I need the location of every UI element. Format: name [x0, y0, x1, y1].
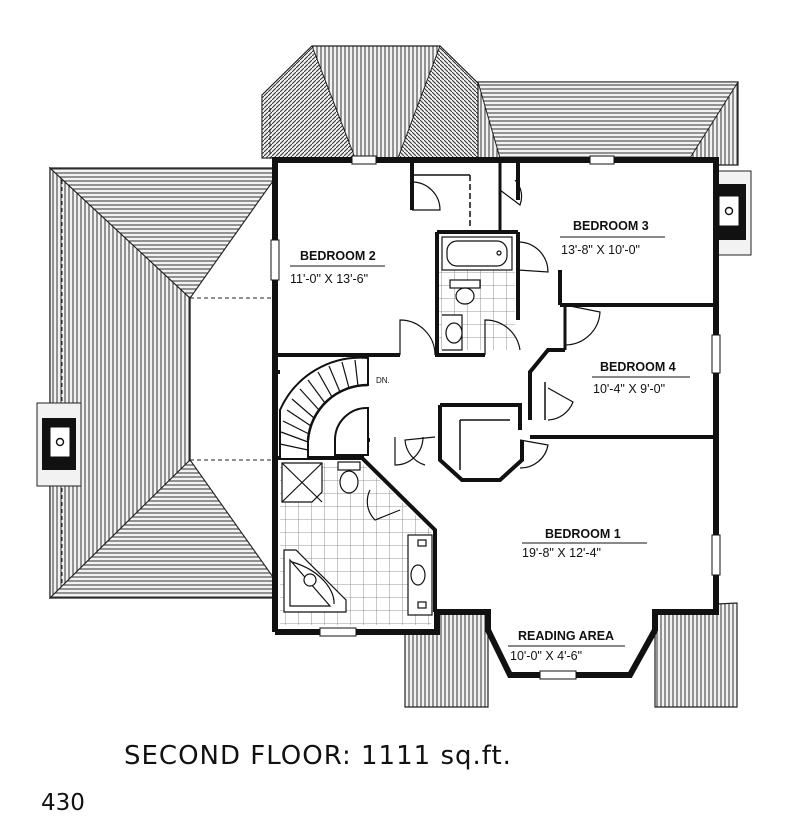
- room-name: BEDROOM 4: [600, 360, 676, 374]
- room-bedroom-2: BEDROOM 2 11'-0" X 13'-6": [290, 249, 385, 286]
- room-bedroom-1: BEDROOM 1 19'-8" X 12'-4": [522, 527, 647, 560]
- chimney-right: [712, 170, 752, 256]
- room-bedroom-3: BEDROOM 3 13'-8" X 10'-0": [560, 219, 665, 257]
- room-size: 10'-4" X 9'-0": [593, 382, 665, 396]
- room-name: BEDROOM 1: [545, 527, 621, 541]
- room-reading-area: READING AREA 10'-0" X 4'-6": [508, 629, 625, 663]
- room-size: 19'-8" X 12'-4": [522, 546, 601, 560]
- room-name: BEDROOM 2: [300, 249, 376, 263]
- room-bedroom-4: BEDROOM 4 10'-4" X 9'-0": [592, 360, 690, 396]
- floor-caption: SECOND FLOOR: 1111 sq.ft.: [124, 741, 512, 771]
- room-size: 10'-0" X 4'-6": [510, 649, 582, 663]
- room-name: BEDROOM 3: [573, 219, 649, 233]
- chimney-left: [36, 402, 82, 487]
- master-bath-fixtures: [281, 461, 433, 616]
- doors: [366, 179, 601, 521]
- stair-label: DN.: [376, 376, 390, 385]
- plan-number: 430: [41, 790, 85, 816]
- room-name: READING AREA: [518, 629, 614, 643]
- hall-bath-fixtures: [441, 236, 513, 351]
- roof-left: [48, 166, 276, 600]
- roof-bottom-right: [404, 602, 738, 708]
- roof-top: [261, 45, 739, 166]
- interior-walls: [275, 160, 716, 612]
- room-size: 13'-8" X 10'-0": [561, 243, 640, 257]
- room-size: 11'-0" X 13'-6": [290, 272, 368, 286]
- staircase: [279, 356, 369, 458]
- windows: [270, 155, 721, 680]
